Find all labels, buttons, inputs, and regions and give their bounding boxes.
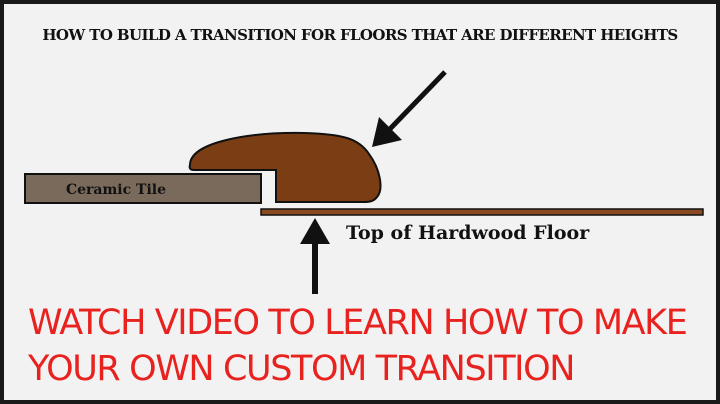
transition-piece-shape	[188, 131, 382, 203]
floor-transition-diagram	[24, 70, 704, 294]
cta-line-2: YOUR OWN CUSTOM TRANSITION	[28, 349, 575, 389]
diagram-canvas: HOW TO BUILD A TRANSITION FOR FLOORS THA…	[4, 4, 716, 400]
ceramic-tile-shape	[24, 173, 262, 204]
transition-arrow-shaft	[385, 70, 447, 134]
ceramic-tile-label: Ceramic Tile	[66, 182, 166, 198]
hardwood-floor-shape	[260, 208, 704, 216]
call-to-action: WATCH VIDEO TO LEARN HOW TO MAKE YOUR OW…	[28, 300, 688, 392]
diagram-title: HOW TO BUILD A TRANSITION FOR FLOORS THA…	[42, 26, 678, 44]
hardwood-floor-label: Top of Hardwood Floor	[346, 222, 590, 244]
cta-line-1: WATCH VIDEO TO LEARN HOW TO MAKE	[28, 303, 688, 343]
hardwood-arrow-head	[300, 218, 330, 244]
transition-arrow-head	[372, 117, 402, 147]
